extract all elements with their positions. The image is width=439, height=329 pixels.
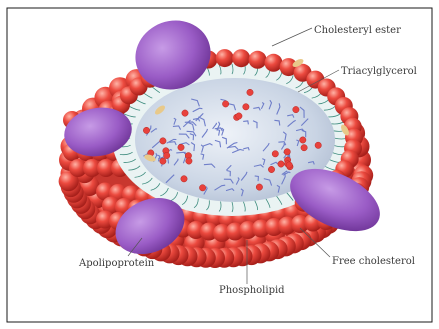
core-molecule (160, 138, 166, 144)
core-molecule (222, 101, 228, 107)
core-molecule (256, 184, 262, 190)
rim-phospholipid-head (232, 49, 250, 67)
lipoprotein-particle (59, 49, 374, 268)
core-molecule (315, 142, 321, 148)
core-molecule (199, 185, 205, 191)
core-molecule (268, 166, 274, 172)
core-molecule (300, 137, 306, 143)
core-molecule (278, 161, 284, 167)
core-molecule (178, 144, 184, 150)
label-phospholipid: Phospholipid (219, 285, 285, 296)
core-molecule (243, 104, 249, 110)
core-molecule (272, 151, 278, 157)
rim-phospholipid-head (249, 51, 267, 69)
core-molecule (164, 152, 170, 158)
core-molecule (236, 113, 242, 119)
core-molecule (143, 127, 149, 133)
core-molecule (181, 176, 187, 182)
core-molecule (186, 158, 192, 164)
label-apolipoprotein: Apolipoprotein (78, 258, 155, 269)
rim-phospholipid-head (265, 54, 283, 72)
leader-cholesteryl-ester (272, 28, 312, 46)
core-molecule (182, 110, 188, 116)
core-molecule (247, 89, 253, 95)
label-cholesteryl-ester: Cholesteryl ester (314, 25, 401, 36)
rim-phospholipid-head (216, 49, 234, 67)
core-molecule (160, 158, 166, 164)
core-molecule (293, 106, 299, 112)
core-molecule (286, 162, 292, 168)
core-molecule (284, 149, 290, 155)
label-free-cholesterol: Free cholesterol (332, 256, 415, 267)
label-triacylglycerol: Triacylglycerol (341, 66, 417, 77)
core-molecule (301, 145, 307, 151)
